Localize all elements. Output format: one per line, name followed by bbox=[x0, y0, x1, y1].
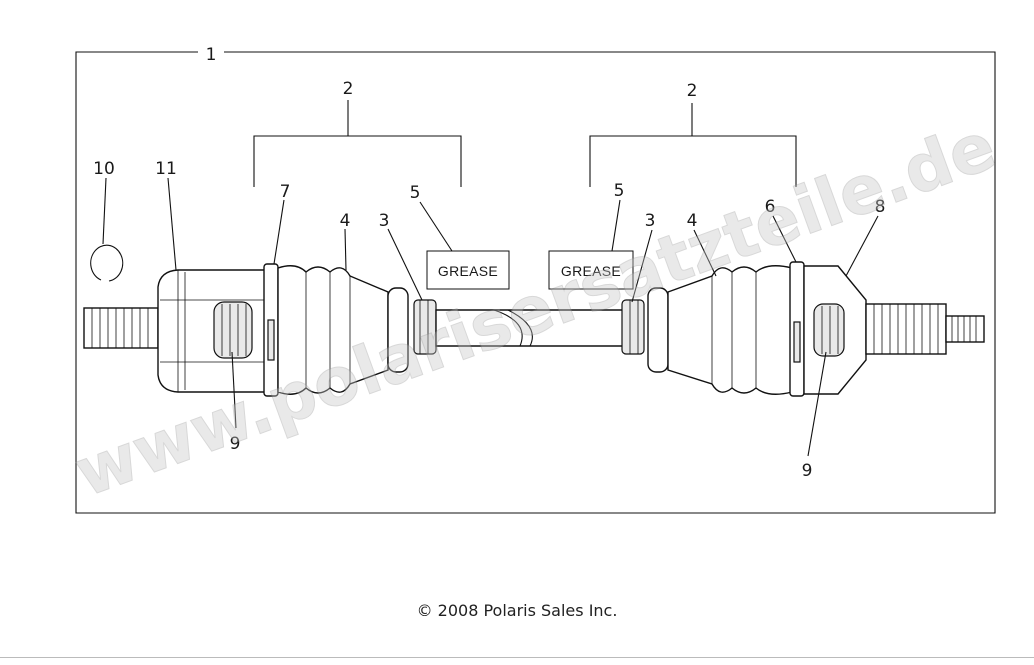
small-clamp-right bbox=[621, 287, 669, 373]
copyright-text: © 2008 Polaris Sales Inc. bbox=[416, 601, 618, 620]
callout-5-right: 5 bbox=[614, 181, 625, 201]
grease-label-right: GREASE bbox=[561, 263, 621, 279]
outer-cv-joint bbox=[803, 265, 867, 395]
bottom-divider bbox=[0, 657, 1034, 658]
callout-9-right: 9 bbox=[802, 461, 813, 481]
callouts: 1 2 2 10 11 7 5 5 6 8 4 3 3 4 9 9 bbox=[93, 45, 885, 481]
small-clamp-left bbox=[387, 287, 437, 373]
left-spline-shaft bbox=[83, 307, 159, 349]
callout-4-right: 4 bbox=[687, 211, 698, 231]
callout-6: 6 bbox=[765, 197, 776, 217]
callout-11: 11 bbox=[155, 159, 177, 179]
large-clamp-right bbox=[789, 261, 805, 397]
callout-3-right: 3 bbox=[645, 211, 656, 231]
bracket-right bbox=[589, 103, 797, 187]
bracket-left bbox=[253, 100, 462, 187]
assembly-frame bbox=[75, 51, 996, 514]
callout-9-left: 9 bbox=[230, 434, 241, 454]
boot-left bbox=[277, 265, 389, 395]
callout-2-right: 2 bbox=[687, 81, 698, 101]
grease-label-left: GREASE bbox=[438, 263, 498, 279]
grease-box-left: GREASE bbox=[426, 250, 510, 290]
callout-5-left: 5 bbox=[410, 183, 421, 203]
callout-8: 8 bbox=[875, 197, 886, 217]
leader-lines bbox=[102, 177, 879, 457]
callout-2-left: 2 bbox=[343, 79, 354, 99]
inner-cv-housing bbox=[157, 269, 269, 393]
grease-box-right: GREASE bbox=[548, 250, 634, 290]
callout-7: 7 bbox=[280, 182, 291, 202]
callout-4-left: 4 bbox=[340, 211, 351, 231]
callout-3-left: 3 bbox=[379, 211, 390, 231]
callout-10: 10 bbox=[93, 159, 115, 179]
boot-right bbox=[667, 265, 793, 395]
right-spline-shaft bbox=[865, 303, 985, 355]
callout-1: 1 bbox=[206, 45, 217, 65]
snap-ring bbox=[90, 244, 124, 282]
